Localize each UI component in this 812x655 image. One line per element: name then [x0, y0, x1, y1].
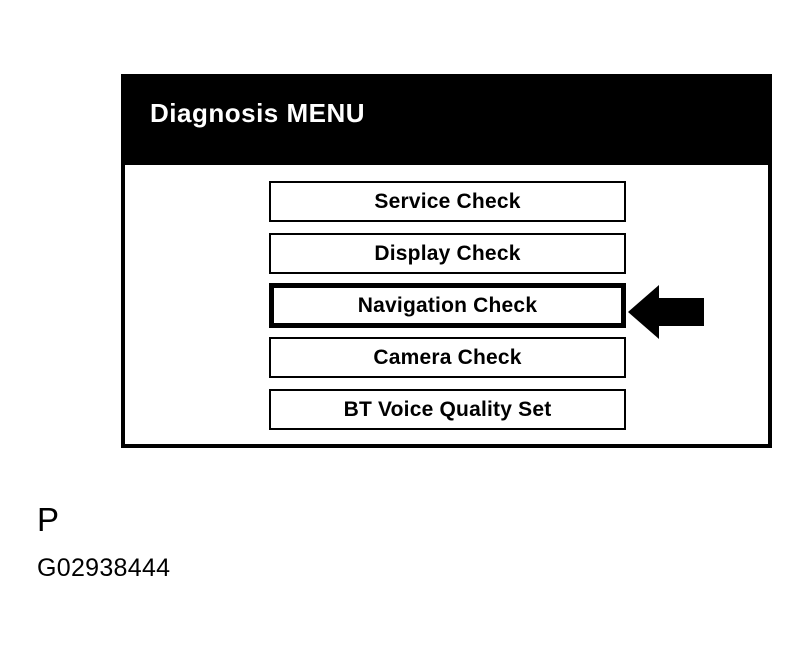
menu-item-label: Display Check	[374, 242, 521, 265]
diagnosis-menu-list: Service Check Display Check Navigation C…	[125, 165, 768, 444]
figure-code: G02938444	[37, 554, 171, 582]
menu-item-display-check[interactable]: Display Check	[269, 233, 626, 274]
menu-item-label: Service Check	[374, 190, 521, 213]
menu-item-service-check[interactable]: Service Check	[269, 181, 626, 222]
page-title: Diagnosis MENU	[150, 98, 366, 128]
menu-item-label: Camera Check	[373, 346, 522, 369]
caption-letter: P	[37, 501, 60, 538]
menu-item-label: BT Voice Quality Set	[343, 398, 552, 421]
menu-item-camera-check[interactable]: Camera Check	[269, 337, 626, 378]
menu-item-label: Navigation Check	[357, 294, 538, 317]
device-screen-panel: Diagnosis MENU Service Check Display Che…	[121, 74, 772, 448]
title-bar: Diagnosis MENU	[125, 78, 768, 165]
menu-item-navigation-check[interactable]: Navigation Check	[269, 283, 626, 328]
menu-item-bt-voice-quality-set[interactable]: BT Voice Quality Set	[269, 389, 626, 430]
